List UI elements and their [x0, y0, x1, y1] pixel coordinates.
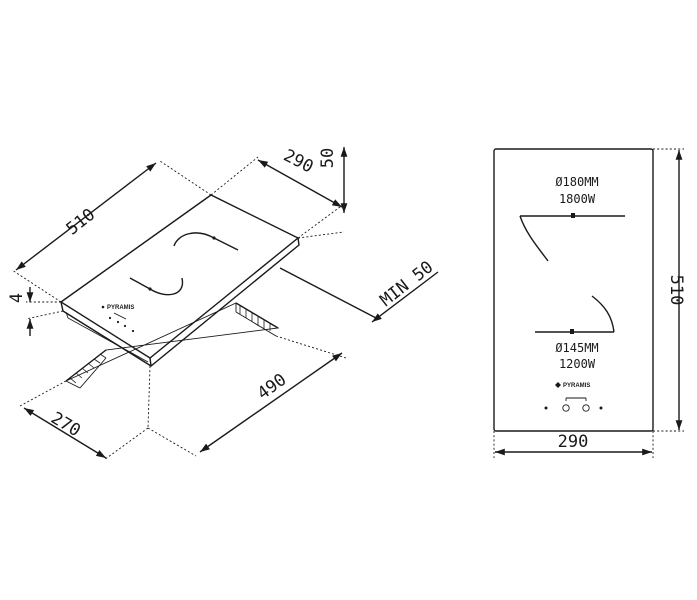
zone-bottom-diameter: Ø145MM — [555, 341, 598, 355]
plan-view: Ø180MM 1800W Ø145MM 1200W PYRAMIS — [493, 148, 686, 458]
control-panel-iso: PYRAMIS — [101, 305, 134, 333]
dim-plan-width-label: 290 — [558, 432, 589, 452]
control-panel-plan: PYRAMIS — [544, 382, 603, 412]
dim-height-top-label: 50 — [318, 148, 338, 168]
control-button-1 — [544, 406, 548, 410]
dim-cutout-length: 490 — [147, 335, 347, 457]
dim-clearance: MIN 50 — [279, 257, 439, 323]
dim-thickness-label: 4 — [7, 293, 27, 303]
control-button-3 — [582, 404, 590, 412]
hob-outline-plan — [493, 148, 654, 432]
worktop-cutout — [65, 302, 280, 389]
brand-mark-icon — [555, 382, 561, 388]
zone-bottom: Ø145MM 1200W — [535, 295, 615, 371]
dim-plan-width: 290 — [493, 431, 654, 458]
zone-front-iso — [149, 277, 184, 296]
zone-bottom-power: 1200W — [559, 357, 596, 371]
brand-logo-iso: PYRAMIS — [107, 305, 134, 311]
dim-plan-height-label: 510 — [666, 275, 686, 306]
dim-cutout-width: 270 — [19, 380, 149, 461]
dim-width-label: 290 — [280, 146, 316, 178]
zone-rear-iso — [173, 232, 215, 247]
dim-clearance-label: MIN 50 — [377, 257, 438, 311]
dim-cutout-width-label: 270 — [47, 408, 84, 441]
dim-height-top: 50 — [297, 147, 348, 239]
zone-top: Ø180MM 1800W — [519, 175, 625, 262]
control-button-2 — [562, 404, 570, 412]
dim-thickness: 4 — [7, 287, 64, 336]
control-button-4 — [599, 406, 603, 410]
dim-length: 510 — [11, 160, 212, 303]
zone-top-power: 1800W — [559, 192, 596, 206]
dim-plan-height: 510 — [653, 148, 686, 432]
isometric-view: PYRAMIS 510 290 50 — [7, 146, 439, 461]
dim-cutout-length-label: 490 — [254, 370, 291, 404]
zone-top-diameter: Ø180MM — [555, 175, 598, 189]
brand-logo-plan: PYRAMIS — [563, 383, 590, 389]
